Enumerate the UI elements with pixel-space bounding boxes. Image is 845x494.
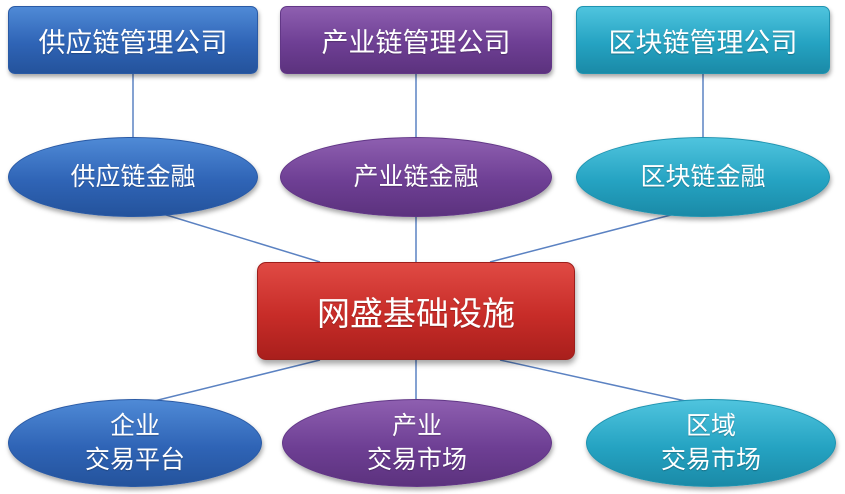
supply-chain-company-label: 供应链管理公司 <box>38 27 228 59</box>
supply-chain-finance-node: 供应链金融 <box>8 137 258 217</box>
industry-chain-company-label: 产业链管理公司 <box>321 27 511 59</box>
blockchain-finance-node: 区块链金融 <box>576 137 830 217</box>
regional-market-line2: 交易市场 <box>660 445 761 474</box>
industry-market-line1: 产业 <box>391 411 442 440</box>
industry-chain-finance-node: 产业链金融 <box>280 137 552 217</box>
regional-market-line1: 区域 <box>685 411 736 440</box>
enterprise-trading-platform-node: 企业 交易平台 <box>8 399 262 487</box>
connector-center-to-regional-market <box>499 359 691 403</box>
regional-trading-market-node: 区域 交易市场 <box>586 399 836 487</box>
connector-center-to-enterprise <box>149 359 321 403</box>
connector-blockchain-finance-to-center <box>489 209 691 263</box>
blockchain-finance-label: 区块链金融 <box>640 162 766 191</box>
center-infrastructure-label: 网盛基础设施 <box>317 294 515 333</box>
connector-supply-finance-to-center <box>149 209 321 263</box>
industry-chain-finance-label: 产业链金融 <box>353 162 479 191</box>
industry-market-line2: 交易市场 <box>366 445 467 474</box>
supply-chain-finance-label: 供应链金融 <box>70 162 196 191</box>
industry-trading-market-node: 产业 交易市场 <box>282 399 552 487</box>
blockchain-company-box: 区块链管理公司 <box>576 6 830 74</box>
enterprise-line1: 企业 <box>109 411 160 440</box>
blockchain-company-label: 区块链管理公司 <box>608 27 798 59</box>
enterprise-line2: 交易平台 <box>84 445 185 474</box>
center-infrastructure-box: 网盛基础设施 <box>257 262 575 360</box>
industry-chain-company-box: 产业链管理公司 <box>280 6 552 74</box>
supply-chain-company-box: 供应链管理公司 <box>8 6 258 74</box>
